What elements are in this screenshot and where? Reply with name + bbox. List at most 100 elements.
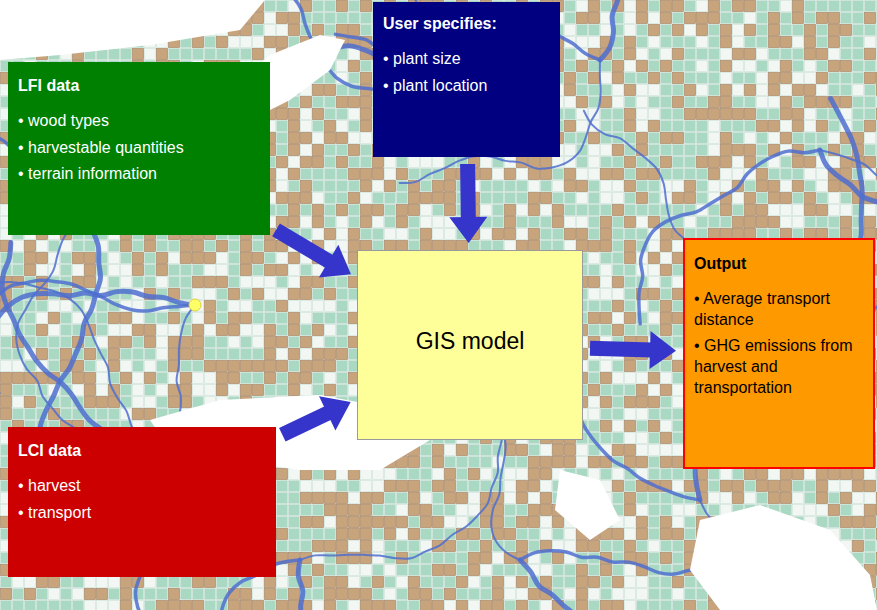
map-cell xyxy=(325,553,336,564)
map-cell xyxy=(277,265,288,276)
map-cell xyxy=(337,325,348,336)
map-cell xyxy=(325,241,336,252)
map-cell xyxy=(337,541,348,552)
map-cell xyxy=(205,589,216,600)
map-cell xyxy=(409,577,420,588)
map-cell xyxy=(421,157,432,168)
map-cell xyxy=(253,241,264,252)
map-cell xyxy=(277,37,288,48)
map-cell xyxy=(145,241,156,252)
map-cell xyxy=(289,109,300,120)
map-cell xyxy=(277,25,288,36)
map-cell xyxy=(181,265,192,276)
map-cell xyxy=(349,601,360,610)
map-cell xyxy=(265,25,276,36)
map-cell xyxy=(193,313,204,324)
map-cell xyxy=(277,361,288,372)
map-cell xyxy=(277,289,288,300)
map-cell xyxy=(325,145,336,156)
map-cell xyxy=(37,241,48,252)
map-cell xyxy=(205,277,216,288)
map-cell xyxy=(337,529,348,540)
map-cell xyxy=(433,589,444,600)
map-cell xyxy=(397,505,408,516)
map-cell xyxy=(361,181,372,192)
map-cell xyxy=(385,217,396,228)
map-cell xyxy=(97,385,108,396)
map-cell xyxy=(1,373,12,384)
map-cell xyxy=(373,217,384,228)
map-cell xyxy=(337,169,348,180)
map-cell xyxy=(133,241,144,252)
map-cell xyxy=(361,601,372,610)
map-cell xyxy=(13,385,24,396)
map-cell xyxy=(97,601,108,610)
map-cell xyxy=(421,589,432,600)
map-cell xyxy=(325,349,336,360)
map-cell xyxy=(73,265,84,276)
map-cell xyxy=(25,589,36,600)
map-cell xyxy=(193,361,204,372)
map-cell xyxy=(277,205,288,216)
map-cell xyxy=(181,277,192,288)
map-cell xyxy=(217,37,228,48)
map-cell xyxy=(97,313,108,324)
map-cell xyxy=(289,193,300,204)
map-cell xyxy=(337,373,348,384)
map-cell xyxy=(313,157,324,168)
map-cell xyxy=(361,169,372,180)
map-cell xyxy=(433,481,444,492)
map-cell xyxy=(169,241,180,252)
map-cell xyxy=(181,373,192,384)
map-cell xyxy=(337,121,348,132)
map-cell xyxy=(241,265,252,276)
map-cell xyxy=(289,265,300,276)
map-cell xyxy=(313,229,324,240)
map-cell xyxy=(157,361,168,372)
map-cell xyxy=(409,589,420,600)
map-cell xyxy=(265,265,276,276)
map-cell xyxy=(241,289,252,300)
map-cell xyxy=(1,349,12,360)
map-cell xyxy=(349,589,360,600)
map-cell xyxy=(265,289,276,300)
map-cell xyxy=(289,289,300,300)
map-cell xyxy=(181,589,192,600)
map-cell xyxy=(385,181,396,192)
map-cell xyxy=(325,169,336,180)
map-cell xyxy=(1,337,12,348)
map-cell xyxy=(361,13,372,24)
map-cell xyxy=(277,565,288,576)
map-cell xyxy=(277,13,288,24)
map-cell xyxy=(325,481,336,492)
map-cell xyxy=(1,589,12,600)
map-cell xyxy=(433,529,444,540)
map-cell xyxy=(61,397,72,408)
map-cell xyxy=(325,505,336,516)
map-cell xyxy=(349,133,360,144)
map-cell xyxy=(25,253,36,264)
map-cell xyxy=(325,541,336,552)
map-cell xyxy=(289,589,300,600)
map-cell xyxy=(217,265,228,276)
map-cell xyxy=(61,409,72,420)
map-cell xyxy=(181,49,192,60)
map-cell xyxy=(373,589,384,600)
map-cell xyxy=(25,241,36,252)
map-cell xyxy=(193,289,204,300)
map-cell xyxy=(433,517,444,528)
map-cell xyxy=(193,253,204,264)
map-cell xyxy=(265,601,276,610)
map-cell xyxy=(277,577,288,588)
map-cell xyxy=(85,277,96,288)
map-cell xyxy=(337,565,348,576)
map-cell xyxy=(109,49,120,60)
map-cell xyxy=(301,289,312,300)
map-cell xyxy=(181,289,192,300)
map-cell xyxy=(313,541,324,552)
map-cell xyxy=(73,241,84,252)
map-cell xyxy=(157,277,168,288)
map-cell xyxy=(361,133,372,144)
map-cell xyxy=(277,109,288,120)
